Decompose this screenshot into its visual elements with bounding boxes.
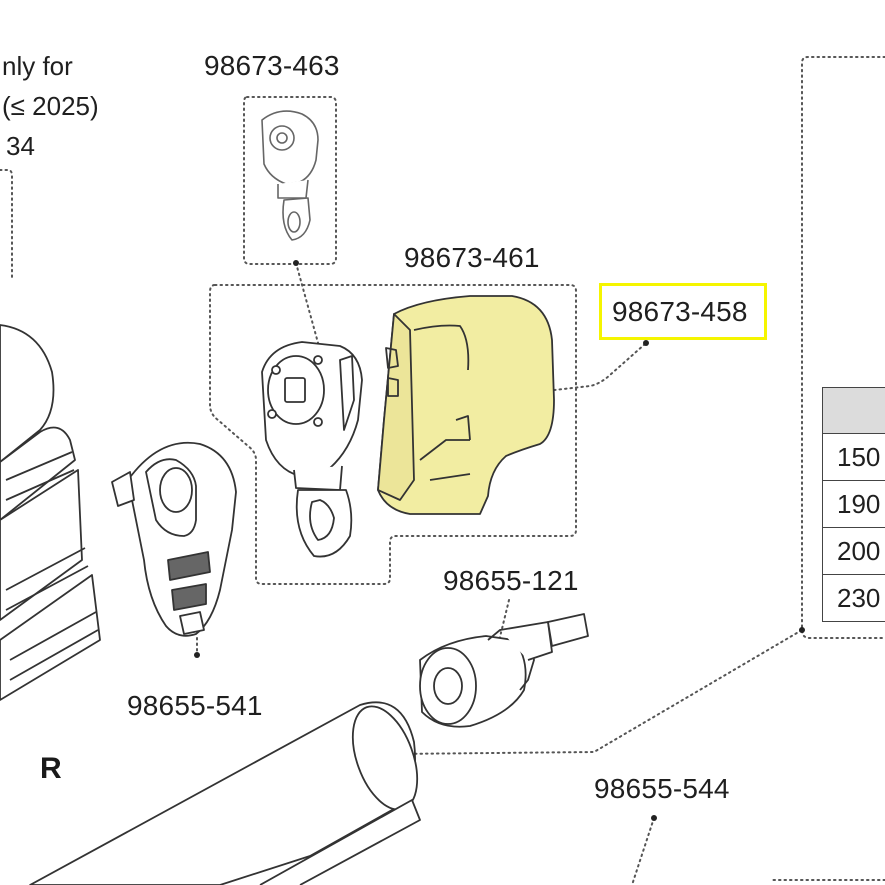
size-table-row: 190 [823, 481, 885, 528]
leader-dot [651, 815, 657, 821]
note-line-3: 34 [6, 131, 35, 161]
note-line-1: nly for [2, 51, 73, 81]
part-98673-463-drawing [261, 110, 319, 241]
part-98673-461-drawing [261, 341, 363, 558]
size-table-row: 200 [823, 528, 885, 575]
leader-544 [631, 817, 655, 885]
part-label-98655-544[interactable]: 98655-544 [594, 773, 730, 804]
size-table: 150 190 200 230 [822, 387, 885, 622]
part-label-98673-461[interactable]: 98673-461 [404, 242, 540, 273]
leader-tube [392, 629, 803, 755]
part-label-98655-541[interactable]: 98655-541 [127, 690, 263, 721]
part-label-98655-121[interactable]: 98655-121 [443, 565, 579, 596]
leader-121 [498, 599, 510, 642]
size-table-row: 150 [823, 434, 885, 481]
group-outline-463 [243, 96, 337, 265]
leader-dot [194, 652, 200, 658]
leader-dot [643, 340, 649, 346]
part-98655-541-drawing [111, 441, 237, 637]
group-outline-left [0, 169, 13, 281]
leader-dot [293, 260, 299, 266]
part-label-98673-463[interactable]: 98673-463 [204, 50, 340, 81]
side-label-r: R [40, 752, 62, 785]
size-table-row: 230 [823, 575, 885, 622]
leader-dot [799, 627, 805, 633]
size-table-header [823, 387, 885, 434]
part-98655-121-drawing [419, 613, 589, 728]
note-line-2: (≤ 2025) [2, 91, 99, 121]
group-outline-table [801, 56, 885, 639]
part-98673-458-drawing [377, 295, 555, 515]
leader-463 [295, 262, 321, 351]
left-housing-drawing [0, 324, 101, 701]
highlight-box [599, 283, 767, 340]
part-label-98673-458[interactable]: 98673-458 [612, 296, 748, 327]
group-outline-461 [209, 284, 577, 585]
tube-98655-544-drawing [29, 701, 421, 885]
